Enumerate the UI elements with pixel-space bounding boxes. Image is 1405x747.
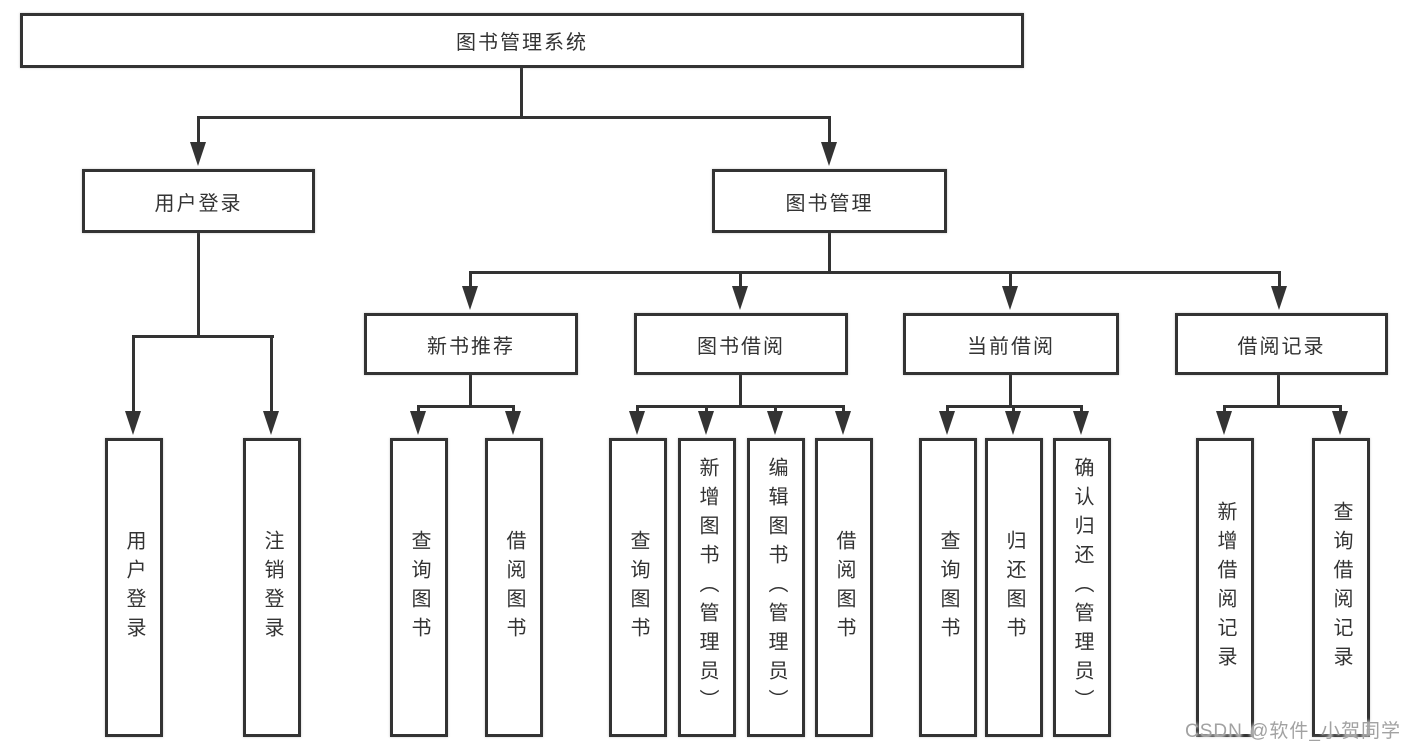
connector-line — [270, 338, 273, 414]
node-label: 新增借阅记录 — [1214, 500, 1236, 675]
arrowhead-down — [1332, 411, 1348, 435]
leaf-query-borrowing-record: 查询借阅记录 — [1312, 438, 1370, 737]
node-label: 新增图书（管理员） — [696, 457, 718, 718]
connector-line — [636, 405, 845, 408]
arrowhead-down — [1002, 286, 1018, 310]
node-book-management: 图书管理 — [712, 169, 947, 233]
connector-line — [828, 233, 831, 271]
connector-line — [1009, 274, 1012, 287]
node-label: 注销登录 — [261, 529, 283, 646]
leaf-add-borrowing-record: 新增借阅记录 — [1196, 438, 1254, 737]
leaf-query-books-recommend: 查询图书 — [390, 438, 448, 737]
arrowhead-down — [1073, 411, 1089, 435]
leaf-borrow-books-borrowing: 借阅图书 — [815, 438, 873, 737]
node-label: 图书管理系统 — [456, 32, 588, 54]
connector-line — [1278, 274, 1281, 287]
arrowhead-down — [125, 411, 141, 435]
arrowhead-down — [732, 286, 748, 310]
arrowhead-down — [1005, 411, 1021, 435]
connector-line — [469, 375, 472, 405]
leaf-query-books-current: 查询图书 — [919, 438, 977, 737]
arrowhead-down — [410, 411, 426, 435]
connector-line — [828, 119, 831, 144]
arrowhead-down — [698, 411, 714, 435]
node-new-book-recommendation: 新书推荐 — [364, 313, 578, 375]
connector-line — [417, 405, 515, 408]
connector-line — [132, 335, 274, 338]
node-label: 用户登录 — [154, 192, 243, 215]
leaf-edit-books-admin: 编辑图书（管理员） — [747, 438, 805, 737]
arrowhead-down — [263, 411, 279, 435]
connector-line — [197, 233, 200, 336]
connector-line — [469, 274, 472, 287]
arrowhead-down — [462, 286, 478, 310]
connector-line — [1223, 405, 1342, 408]
node-label: 借阅图书 — [833, 529, 855, 646]
node-label: 图书借阅 — [697, 335, 785, 358]
leaf-query-books-borrowing: 查询图书 — [609, 438, 667, 737]
node-label: 当前借阅 — [967, 335, 1055, 358]
connector-line — [469, 271, 1281, 274]
arrowhead-down — [505, 411, 521, 435]
node-label: 归还图书 — [1003, 529, 1025, 646]
node-user-login: 用户登录 — [82, 169, 315, 233]
connector-line — [520, 68, 523, 116]
arrowhead-down — [190, 142, 206, 166]
leaf-return-books: 归还图书 — [985, 438, 1043, 737]
node-book-borrowing: 图书借阅 — [634, 313, 848, 375]
connector-line — [197, 119, 200, 144]
connector-line — [1277, 375, 1280, 405]
node-label: 用户登录 — [123, 529, 145, 646]
leaf-logout: 注销登录 — [243, 438, 301, 737]
connector-line — [1009, 375, 1012, 405]
leaf-borrow-books-recommend: 借阅图书 — [485, 438, 543, 737]
node-label: 查询借阅记录 — [1330, 500, 1352, 675]
node-label: 新书推荐 — [427, 335, 515, 358]
connector-line — [739, 375, 742, 405]
connector-line — [132, 338, 135, 414]
arrowhead-down — [821, 142, 837, 166]
node-label: 借阅图书 — [503, 529, 525, 646]
leaf-confirm-return-admin: 确认归还（管理员） — [1053, 438, 1111, 737]
node-label: 查询图书 — [408, 529, 430, 646]
node-label: 图书管理 — [785, 192, 874, 215]
node-library-management-system: 图书管理系统 — [20, 13, 1024, 68]
node-current-borrowing: 当前借阅 — [903, 313, 1119, 375]
arrowhead-down — [767, 411, 783, 435]
connector-line — [946, 405, 1083, 408]
node-label: 查询图书 — [627, 529, 649, 646]
connector-line — [739, 274, 742, 287]
arrowhead-down — [939, 411, 955, 435]
node-label: 查询图书 — [937, 529, 959, 646]
arrowhead-down — [1216, 411, 1232, 435]
connector-line — [197, 116, 831, 119]
node-label: 确认归还（管理员） — [1071, 457, 1093, 718]
watermark: CSDN @软件_小贺同学 — [1185, 721, 1401, 742]
arrowhead-down — [1271, 286, 1287, 310]
arrowhead-down — [629, 411, 645, 435]
leaf-add-books-admin: 新增图书（管理员） — [678, 438, 736, 737]
node-label: 编辑图书（管理员） — [765, 457, 787, 718]
node-borrowing-records: 借阅记录 — [1175, 313, 1388, 375]
arrowhead-down — [835, 411, 851, 435]
node-label: 借阅记录 — [1237, 335, 1326, 358]
leaf-user-login: 用户登录 — [105, 438, 163, 737]
